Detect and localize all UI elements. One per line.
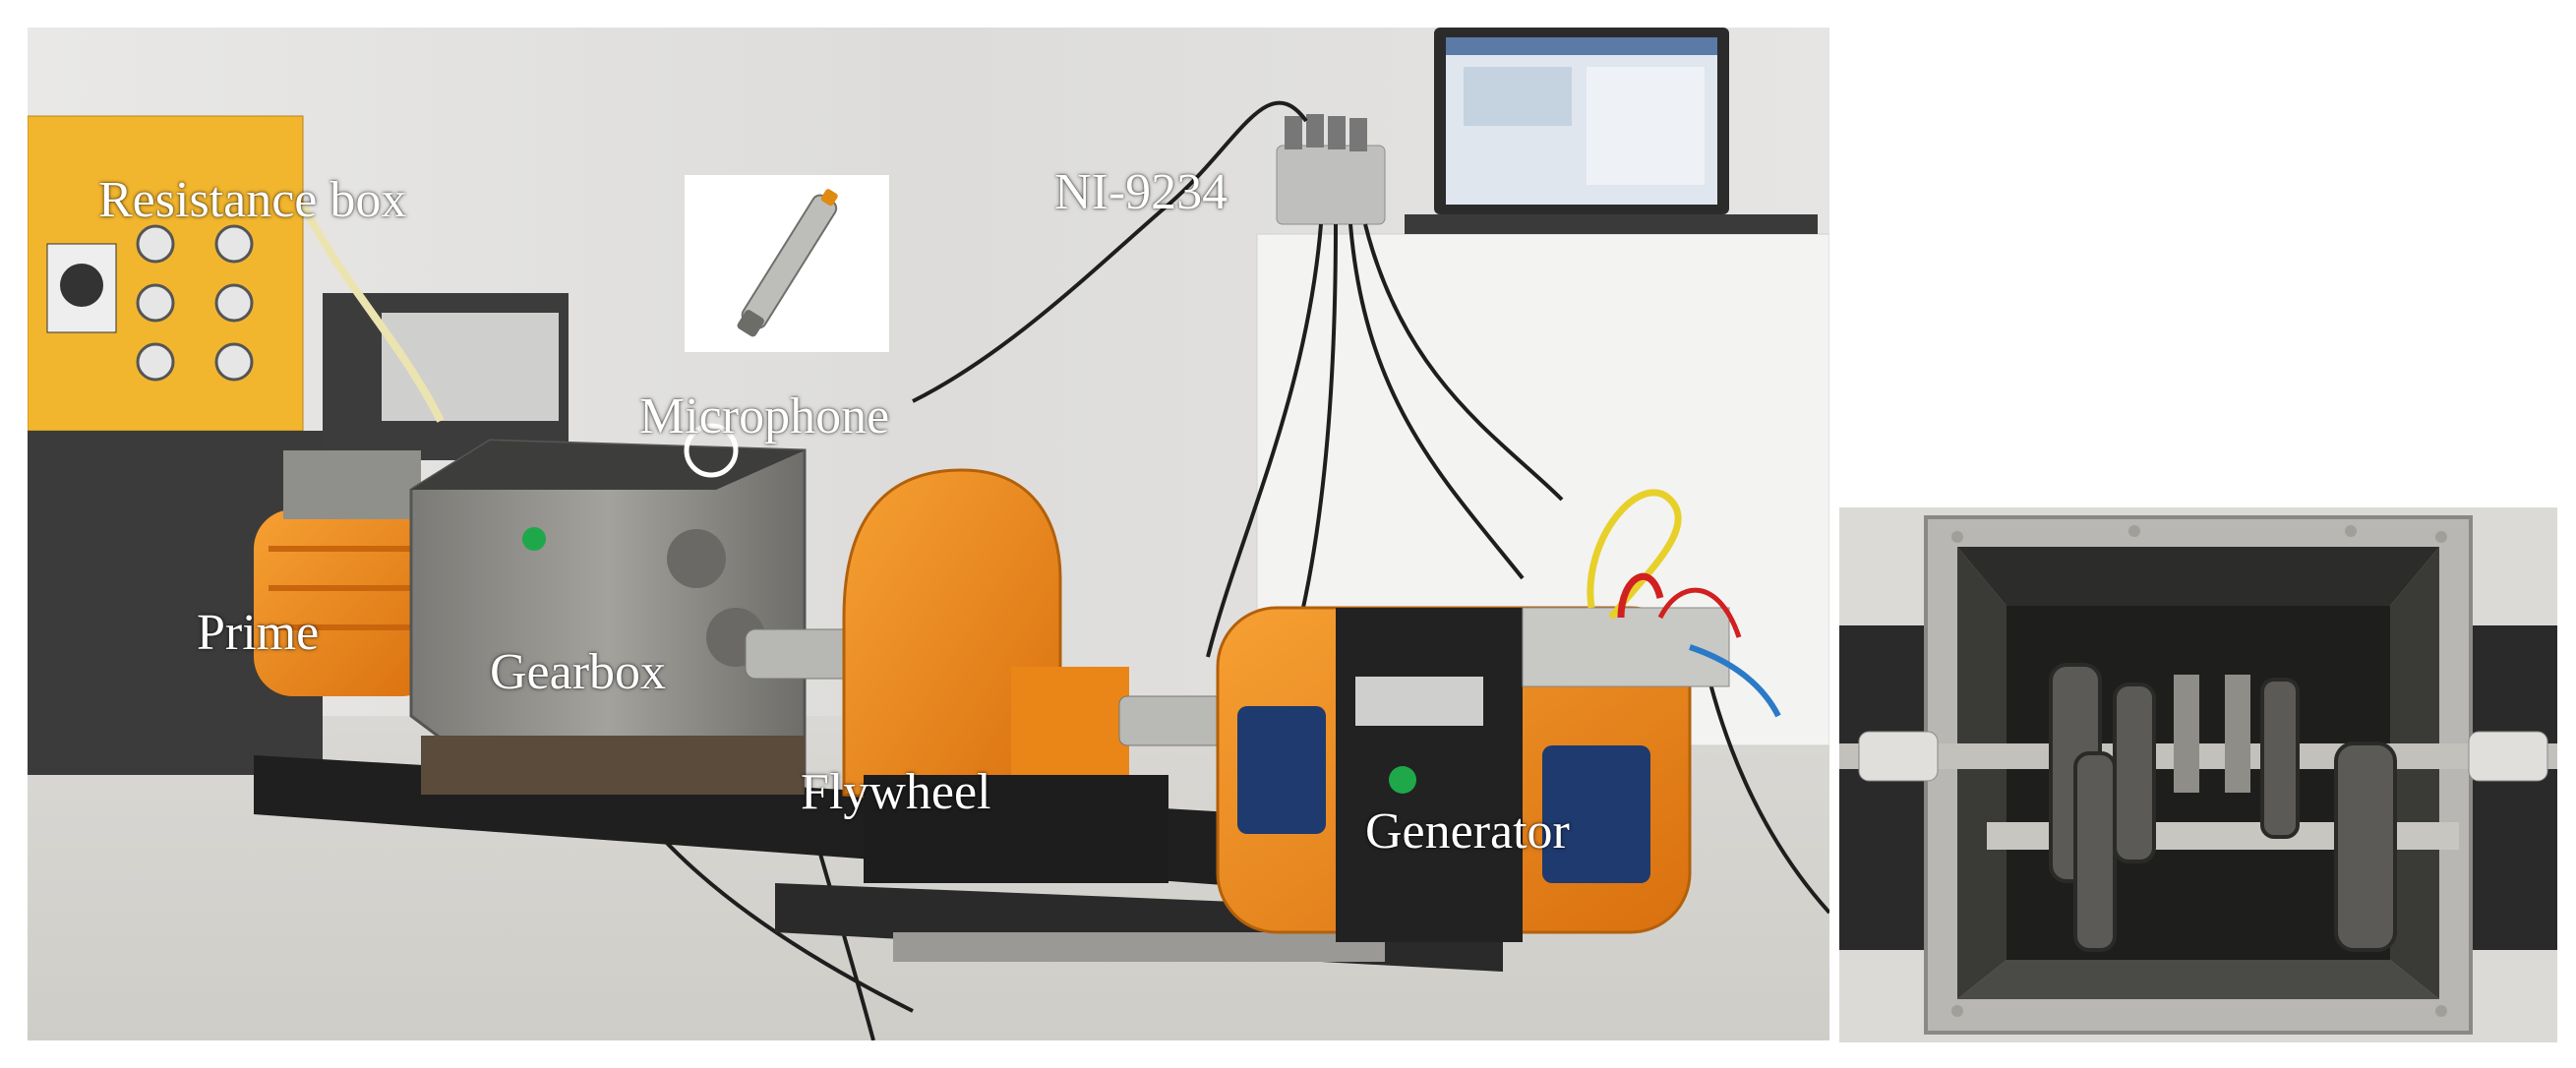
- test-rig-photo: Resistance box NI-9234 Microphone Prime …: [28, 28, 1829, 1040]
- label-resistance-box: Resistance box: [98, 172, 407, 228]
- gears: [2049, 663, 2397, 952]
- coupling: [745, 628, 855, 680]
- generator: [1216, 489, 1781, 942]
- gearbox-interior-photo: [1839, 507, 2557, 1042]
- flywheel: [842, 468, 1228, 883]
- label-gearbox: Gearbox: [490, 644, 667, 700]
- laptop: [1405, 28, 1818, 234]
- label-prime: Prime: [197, 605, 320, 661]
- microphone-inset: [685, 175, 889, 352]
- microphone-location-marker: [684, 423, 739, 478]
- prime-motor: [254, 450, 441, 696]
- gearbox-interior-scene: [1839, 507, 2557, 1042]
- ni-9234-module: [1276, 114, 1386, 225]
- test-rig-scene: [28, 28, 1829, 1040]
- label-flywheel: Flywheel: [801, 764, 991, 820]
- gearbox: [409, 439, 807, 795]
- bolts: [1951, 525, 2447, 1017]
- gear-spacers: [2174, 675, 2250, 793]
- label-generator: Generator: [1365, 803, 1570, 860]
- label-ni-9234: NI-9234: [1054, 164, 1228, 220]
- label-microphone: Microphone: [639, 388, 890, 445]
- control-box: [299, 203, 569, 460]
